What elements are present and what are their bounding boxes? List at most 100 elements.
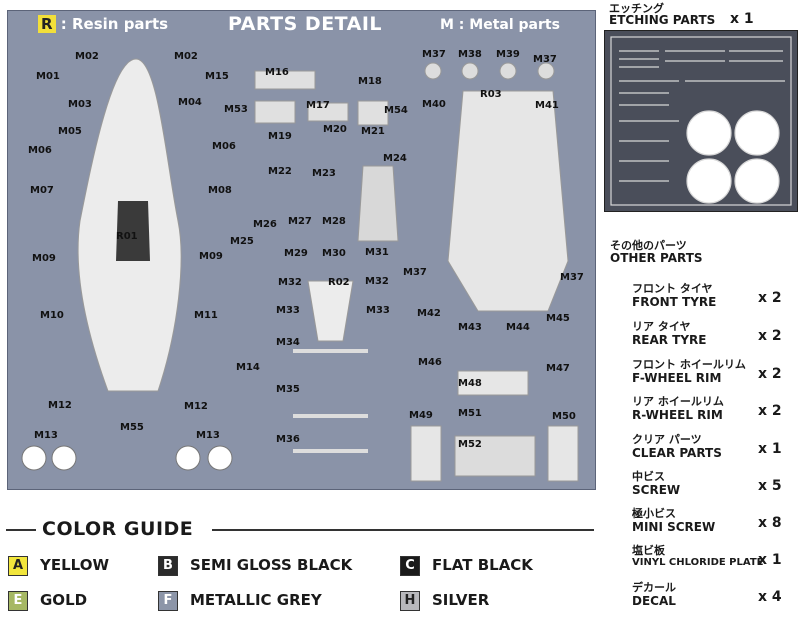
color-swatch: H xyxy=(400,591,420,611)
other-parts-item: フロント タイヤ FRONT TYRE x 2 xyxy=(632,280,801,316)
part-label: M01 xyxy=(36,71,60,82)
item-name-jp: クリア パーツ xyxy=(632,433,702,446)
color-swatch: C xyxy=(400,556,420,576)
part-label: M06 xyxy=(212,141,236,152)
part-shape xyxy=(293,349,368,453)
part-label: M42 xyxy=(417,308,441,319)
part-label: M45 xyxy=(546,313,570,324)
part-label: M22 xyxy=(268,166,292,177)
part-label: M55 xyxy=(120,422,144,433)
part-label: M52 xyxy=(458,439,482,450)
part-label: M32 xyxy=(278,277,302,288)
part-shape xyxy=(537,62,555,80)
part-label: M20 xyxy=(323,124,347,135)
part-label: M29 xyxy=(284,248,308,259)
part-label: M48 xyxy=(458,378,482,389)
color-swatch: E xyxy=(8,591,28,611)
part-label: M23 xyxy=(312,168,336,179)
item-quantity: x 1 xyxy=(758,441,782,457)
part-label: M10 xyxy=(40,310,64,321)
part-label: M19 xyxy=(268,131,292,142)
part-shape xyxy=(424,62,442,80)
cockpit-opening xyxy=(116,201,150,261)
part-label: M43 xyxy=(458,322,482,333)
part-label: M30 xyxy=(322,248,346,259)
color-name: FLAT BLACK xyxy=(432,556,533,574)
etching-title: ETCHING PARTS xyxy=(609,13,716,27)
part-shape xyxy=(307,102,349,122)
item-name: CLEAR PARTS xyxy=(632,446,722,460)
part-label: M37 xyxy=(533,54,557,65)
part-shape xyxy=(410,425,442,482)
part-label: M54 xyxy=(384,105,408,116)
etching-count: x 1 xyxy=(730,11,754,27)
part-label: M24 xyxy=(383,153,407,164)
other-parts-title-jp: その他のパーツ xyxy=(610,239,687,252)
part-shape xyxy=(254,70,316,90)
wheel-shape xyxy=(21,445,47,471)
etching-sheet-image xyxy=(604,30,798,212)
other-parts-item: 塩ビ板 VINYL CHLORIDE PLATE x 1 xyxy=(632,542,801,578)
part-label: M02 xyxy=(174,51,198,62)
part-label: M05 xyxy=(58,126,82,137)
item-quantity: x 2 xyxy=(758,403,782,419)
wheel-shape xyxy=(207,445,233,471)
part-label: M31 xyxy=(365,247,389,258)
part-shape xyxy=(499,62,517,80)
item-name: REAR TYRE xyxy=(632,333,707,347)
item-name-jp: 塩ビ板 xyxy=(632,544,665,557)
part-label: M13 xyxy=(34,430,58,441)
color-guide-title: COLOR GUIDE xyxy=(42,518,194,540)
part-label: M28 xyxy=(322,216,346,227)
item-name-jp: デカール xyxy=(632,581,676,594)
part-label: M25 xyxy=(230,236,254,247)
item-name: MINI SCREW xyxy=(632,520,716,534)
color-name: YELLOW xyxy=(40,556,109,574)
item-name-jp: 中ビス xyxy=(632,470,665,483)
item-name: R-WHEEL RIM xyxy=(632,408,723,422)
part-label: M12 xyxy=(48,400,72,411)
part-label: M41 xyxy=(535,100,559,111)
panel-header: R : Resin parts PARTS DETAIL M : Metal p… xyxy=(8,11,595,41)
etching-title-jp: エッチング xyxy=(609,2,664,15)
part-label: M27 xyxy=(288,216,312,227)
part-label: R03 xyxy=(480,89,502,100)
part-label: M16 xyxy=(265,67,289,78)
part-label: M14 xyxy=(236,362,260,373)
part-label: M50 xyxy=(552,411,576,422)
color-guide-rule-left xyxy=(6,529,36,531)
item-name-jp: リア タイヤ xyxy=(632,320,691,333)
part-shape xyxy=(254,100,296,124)
color-swatch: A xyxy=(8,556,28,576)
part-label: M09 xyxy=(32,253,56,264)
part-label: M34 xyxy=(276,337,300,348)
part-label: M33 xyxy=(366,305,390,316)
part-label: R02 xyxy=(328,277,350,288)
item-name-jp: フロント タイヤ xyxy=(632,282,713,295)
part-label: M37 xyxy=(403,267,427,278)
item-quantity: x 8 xyxy=(758,515,782,531)
other-parts-item: 中ビス SCREW x 5 xyxy=(632,468,801,504)
item-quantity: x 4 xyxy=(758,589,782,605)
color-name: METALLIC GREY xyxy=(190,591,322,609)
part-label: M21 xyxy=(361,126,385,137)
part-label: M37 xyxy=(422,49,446,60)
part-label: M51 xyxy=(458,408,482,419)
part-label: M39 xyxy=(496,49,520,60)
part-label: M17 xyxy=(306,100,330,111)
part-label: M44 xyxy=(506,322,530,333)
part-shape xyxy=(357,165,399,242)
part-shape xyxy=(457,370,529,396)
item-name: DECAL xyxy=(632,594,676,608)
item-name-jp: 極小ビス xyxy=(632,507,676,520)
panel-title: PARTS DETAIL xyxy=(228,13,383,35)
part-label: M15 xyxy=(205,71,229,82)
other-parts-item: クリア パーツ CLEAR PARTS x 1 xyxy=(632,431,801,467)
item-quantity: x 1 xyxy=(758,552,782,568)
etching-sheet-illustration xyxy=(610,36,792,206)
item-name: VINYL CHLORIDE PLATE xyxy=(632,557,764,568)
item-name-jp: リア ホイールリム xyxy=(632,395,724,408)
part-label: M53 xyxy=(224,104,248,115)
part-label: M02 xyxy=(75,51,99,62)
item-name-jp: フロント ホイールリム xyxy=(632,358,746,371)
